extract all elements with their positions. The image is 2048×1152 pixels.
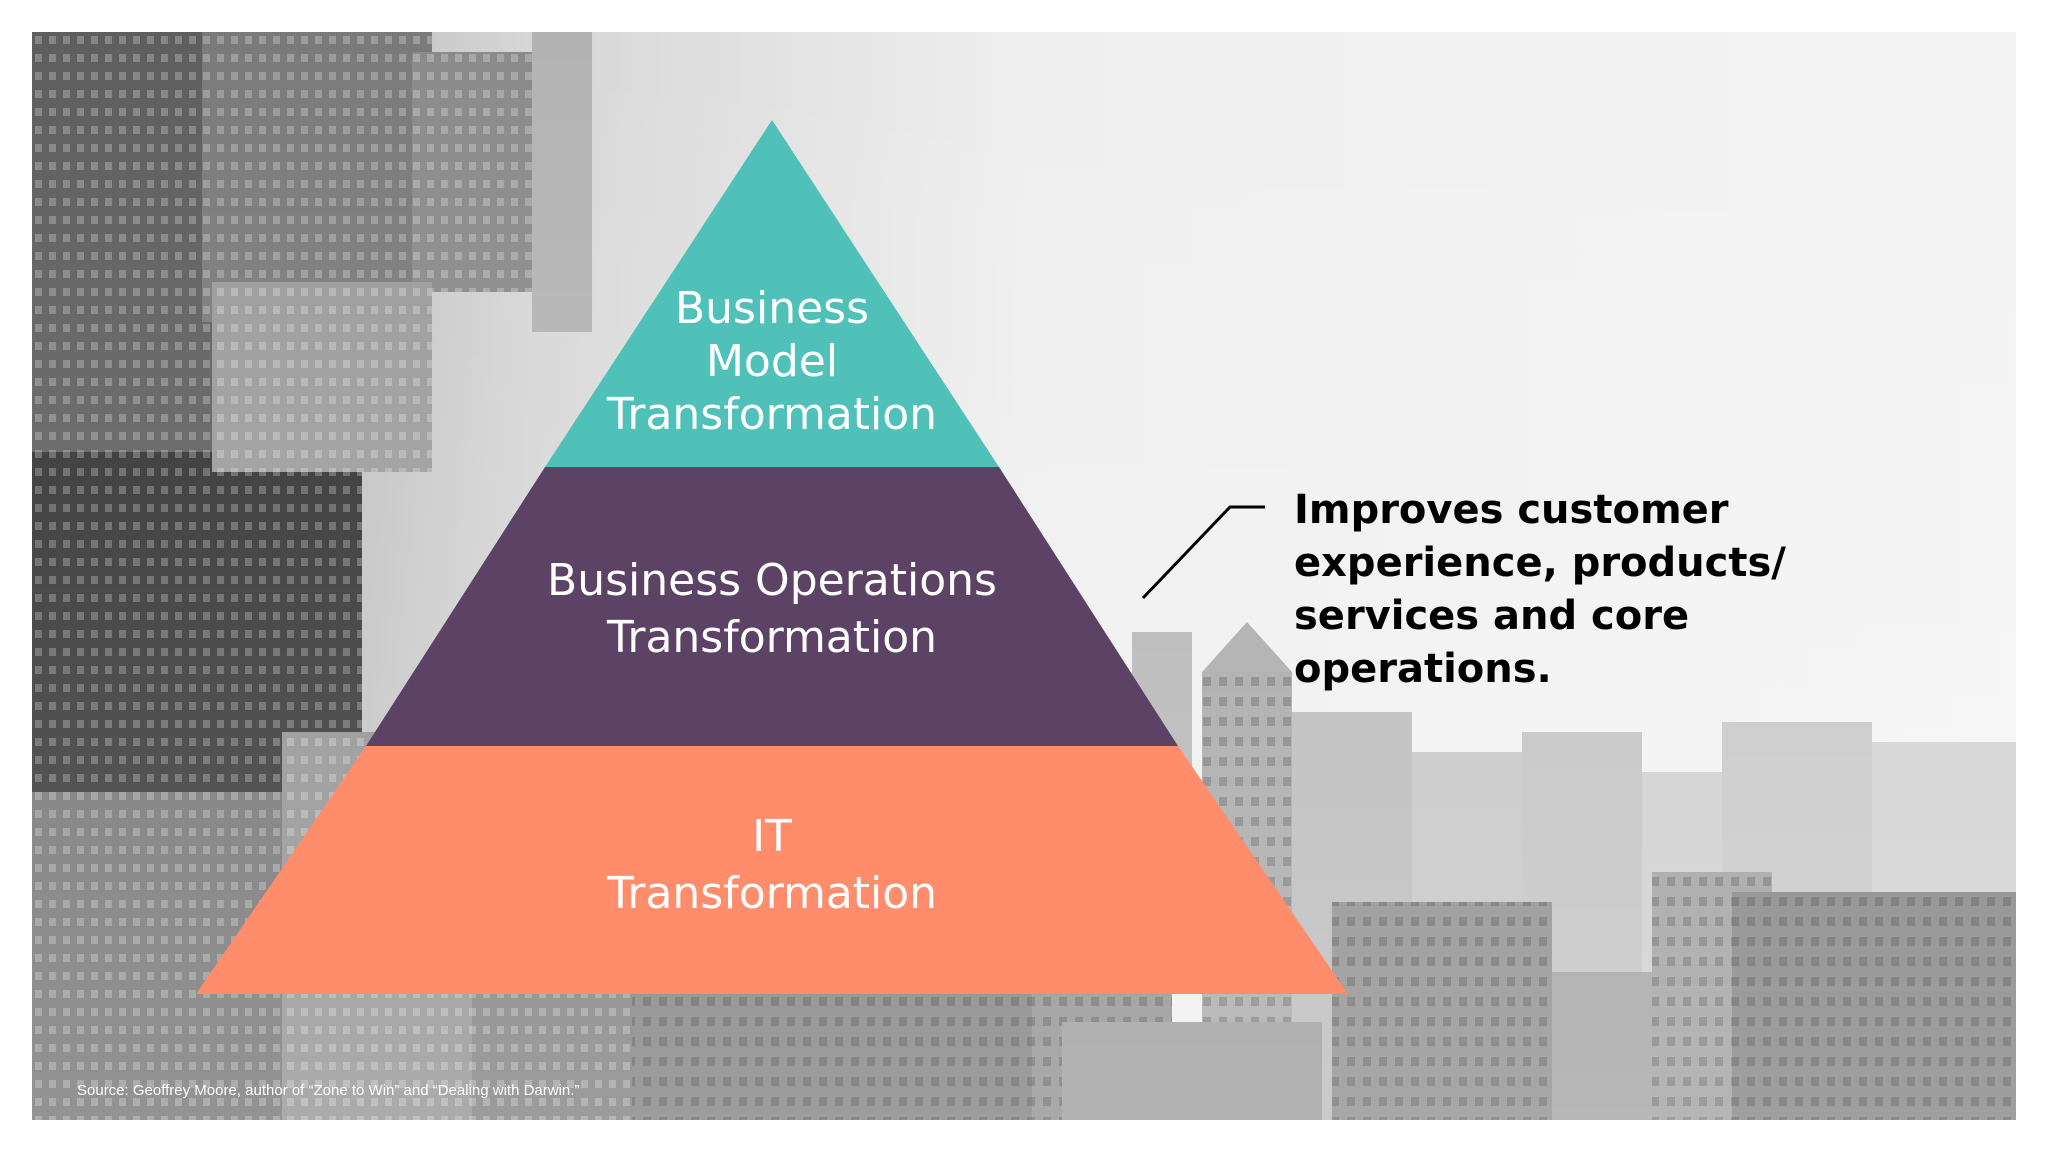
- tier-label-top: Business Model Transformation: [607, 282, 937, 441]
- tier-label-line: Transformation: [606, 868, 938, 919]
- tier-label-bottom: IT Transformation: [607, 808, 937, 922]
- callout-line: Improves customer: [1294, 487, 1729, 533]
- callout-text: Improves customer experience, products/ …: [1294, 484, 1854, 696]
- tier-label-line: Model: [705, 336, 839, 387]
- slide: Business Model Transformation Business O…: [32, 32, 2016, 1120]
- pyramid-tier-middle: [366, 467, 1178, 746]
- tier-label-line: Business: [674, 283, 870, 334]
- tier-label-line: Transformation: [606, 389, 938, 440]
- tier-label-line: Transformation: [606, 612, 938, 663]
- pyramid-tier-bottom: [196, 746, 1348, 994]
- tier-label-middle: Business Operations Transformation: [547, 552, 997, 666]
- callout-line: operations.: [1294, 646, 1552, 692]
- tier-label-line: IT: [752, 811, 792, 862]
- callout-connector-line: [1141, 505, 1265, 600]
- callout-line: experience, products/: [1294, 540, 1786, 586]
- tier-label-line: Business Operations: [547, 555, 997, 606]
- source-note: Source: Geoffrey Moore, author of “Zone …: [77, 1082, 580, 1099]
- callout-line: services and core: [1294, 593, 1690, 639]
- pyramid-tier-top: [545, 120, 999, 467]
- pyramid-diagram: [196, 120, 1348, 994]
